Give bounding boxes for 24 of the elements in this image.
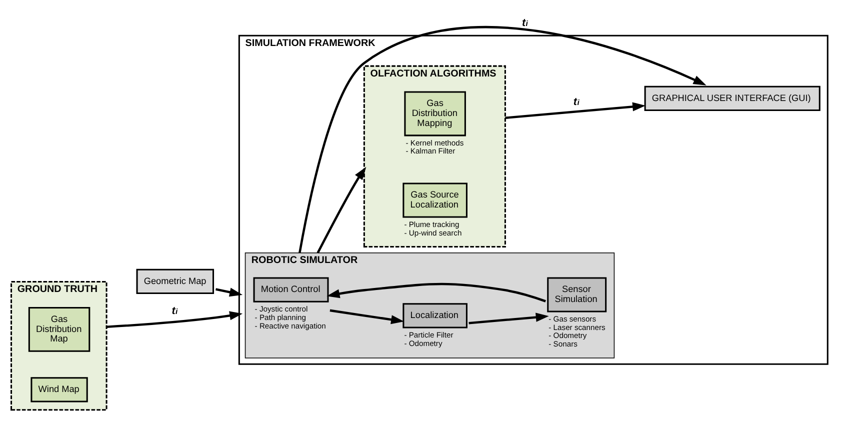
node-label: - Particle Filter: [404, 330, 454, 340]
node-label: - Odometry: [548, 331, 587, 340]
node-label: - Sonars: [548, 340, 578, 349]
node-label: - Joystic control: [254, 304, 308, 314]
edge-label: ti: [172, 304, 178, 317]
arrow: [298, 26, 706, 254]
node-label: - Path planning: [254, 312, 306, 322]
arrow: [326, 282, 546, 302]
node-label: - Gas sensors: [548, 314, 596, 324]
arrow: [330, 309, 404, 324]
arrow: [216, 288, 243, 297]
node-label: - Up-wind search: [404, 228, 462, 238]
node-label: - Plume tracking: [404, 220, 460, 229]
node-label: - Kernel methods: [406, 138, 464, 148]
arrow: [505, 102, 646, 120]
node-label: - Odometry: [404, 338, 442, 348]
node-label: - Reactive navigation: [254, 321, 326, 330]
node-label: - Laser scanners: [548, 322, 606, 332]
node-label: - Kalman Filter: [406, 146, 456, 156]
edge-label: ti: [522, 16, 528, 29]
edge-label: ti: [573, 96, 580, 108]
arrow: [468, 312, 549, 324]
arrow: [316, 166, 366, 254]
arrow: [106, 311, 243, 328]
